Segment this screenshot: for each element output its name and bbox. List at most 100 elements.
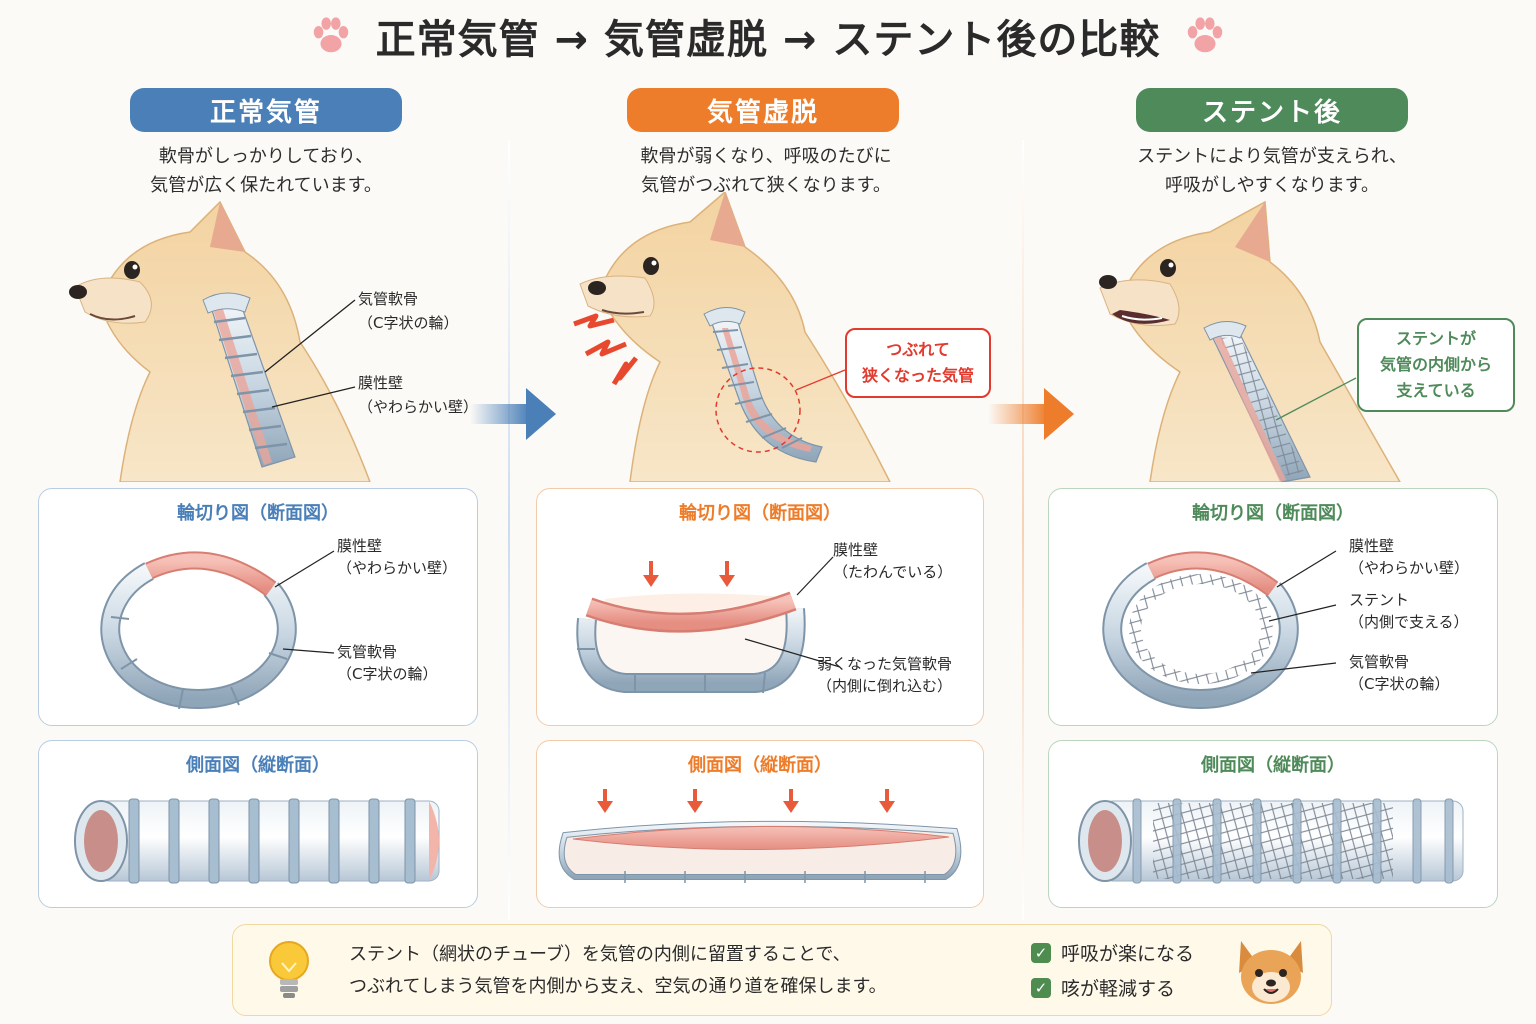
desc-line: 呼吸がしやすくなります。	[1164, 175, 1380, 196]
label-line: 膜性壁	[337, 537, 383, 555]
benefit-item: ✓ 呼吸が楽になる	[1031, 939, 1194, 966]
column-divider	[1022, 140, 1024, 920]
dog-head	[1099, 200, 1401, 482]
cross-label-cartilage: 気管軟骨 （C字状の輪）	[337, 641, 437, 685]
scene-label-cartilage: 気管軟骨	[358, 290, 418, 308]
checkbox-checked-icon: ✓	[1031, 977, 1051, 998]
arrow-right-icon	[470, 388, 556, 440]
header-collapse: 気管虚脱	[627, 88, 899, 132]
panel-title: 側面図（縦断面）	[688, 755, 832, 776]
down-arrow-icon	[643, 561, 735, 587]
dog-collapse-illustration	[573, 192, 891, 482]
callout-stent: ステントが 気管の内側から 支えている	[1357, 318, 1515, 412]
header-stent: ステント後	[1136, 88, 1408, 132]
side-view-collapse	[558, 789, 962, 883]
label-line: （内側に倒れ込む）	[817, 677, 953, 695]
cross-section-panel-normal: 輪切り図（断面図） 膜性壁 （やわらかい壁） 気管軟骨 （C字状の輪）	[38, 488, 478, 726]
benefit-list: ✓ 呼吸が楽になる ✓ 咳が軽減する	[1031, 939, 1194, 1001]
dog-head	[579, 192, 891, 482]
cross-label-membrane: 膜性壁 （やわらかい壁）	[1349, 535, 1469, 579]
label-line: （C字状の輪）	[1349, 675, 1450, 693]
side-view-normal	[74, 798, 440, 884]
cross-section-stent	[1102, 550, 1337, 709]
collapse-highlight-circle	[715, 367, 801, 453]
callout-collapsed: つぶれて 狭くなった気管	[845, 328, 991, 398]
callout-line: つぶれて	[886, 340, 950, 359]
trachea-collapsed	[703, 307, 823, 463]
panel-title: 輪切り図（断面図）	[177, 503, 339, 524]
dog-normal-illustration: 気管軟骨 （C字状の輪） 膜性壁 （やわらかい壁）	[69, 200, 478, 482]
cross-section-collapse	[576, 556, 841, 694]
header-normal: 正常気管	[130, 88, 402, 132]
cross-label-stent: ステント （内側で支える）	[1349, 589, 1469, 633]
desc-line: 気管が広く保たれています。	[150, 175, 382, 196]
leader-line	[264, 299, 356, 373]
desc-collapse: 軟骨が弱くなり、呼吸のたびに 気管がつぶれて狭くなります。	[556, 142, 976, 200]
side-view-panel-normal: 側面図（縦断面）	[38, 740, 478, 908]
label-line: 膜性壁	[1349, 537, 1395, 555]
desc-stent: ステントにより気管が支えられ、 呼吸がしやすくなります。	[1062, 142, 1482, 200]
desc-normal: 軟骨がしっかりしており、 気管が広く保たれています。	[56, 142, 476, 200]
cross-label-membrane: 膜性壁 （やわらかい壁）	[337, 535, 457, 579]
lightbulb-icon	[269, 941, 309, 998]
summary-box: ステント（網状のチューブ）を気管の内側に留置することで、 つぶれてしまう気管を内…	[232, 924, 1332, 1016]
benefit-item: ✓ 咳が軽減する	[1031, 974, 1194, 1001]
down-arrow-icon	[597, 789, 895, 813]
panel-title: 輪切り図（断面図）	[679, 503, 841, 524]
leader-line	[1275, 377, 1357, 421]
alert-lightning-icon	[573, 313, 638, 386]
side-view-stent	[1078, 798, 1464, 884]
leader-line	[795, 369, 846, 391]
label-line: 気管軟骨	[337, 643, 398, 661]
checkbox-checked-icon: ✓	[1031, 942, 1051, 963]
label-line: （たわんでいる）	[833, 563, 953, 581]
label-line: 弱くなった気管軟骨	[817, 655, 953, 673]
summary-text: ステント（網状のチューブ）を気管の内側に留置することで、 つぶれてしまう気管を内…	[349, 939, 887, 1003]
column-divider	[508, 140, 510, 920]
cross-label-weak-cartilage: 弱くなった気管軟骨 （内側に倒れ込む）	[817, 653, 952, 697]
benefit-label: 呼吸が楽になる	[1061, 943, 1195, 965]
cross-section-normal	[100, 550, 335, 709]
page-title: 正常気管 → 気管虚脱 → ステント後の比較	[375, 17, 1161, 63]
label-line: （C字状の輪）	[337, 665, 438, 683]
label-line: （やわらかい壁）	[337, 559, 458, 577]
scene-label-cartilage-sub: （C字状の輪）	[358, 314, 458, 332]
cross-section-panel-collapse: 輪切り図（断面図） 膜性壁 （たわんでいる） 弱くなった気管軟骨 （内側に倒れ込…	[536, 488, 984, 726]
summary-line: つぶれてしまう気管を内側から支え、空気の通り道を確保します。	[349, 976, 887, 997]
side-view-panel-collapse: 側面図（縦断面）	[536, 740, 984, 908]
dog-face-icon	[1239, 941, 1303, 1004]
panel-title: 輪切り図（断面図）	[1192, 503, 1354, 524]
scene-label-membrane-sub: （やわらかい壁）	[358, 398, 478, 416]
dog-head	[69, 200, 371, 482]
trachea-normal	[202, 292, 296, 468]
label-line: 気管軟骨	[1349, 653, 1410, 671]
trachea-stent	[1203, 321, 1311, 482]
summary-line: ステント（網状のチューブ）を気管の内側に留置することで、	[349, 944, 851, 965]
label-line: （内側で支える）	[1349, 613, 1469, 631]
desc-line: 気管がつぶれて狭くなります。	[641, 175, 891, 196]
page-title-row: 正常気管 → 気管虚脱 → ステント後の比較	[0, 8, 1536, 64]
label-line: ステント	[1349, 591, 1410, 609]
label-line: 膜性壁	[833, 541, 879, 559]
arrow-right-icon	[988, 388, 1074, 440]
desc-line: 軟骨がしっかりしており、	[158, 146, 374, 167]
dog-stent-illustration	[1099, 200, 1401, 482]
cross-label-membrane: 膜性壁 （たわんでいる）	[833, 539, 952, 583]
leader-line	[271, 386, 356, 408]
desc-line: ステントにより気管が支えられ、	[1137, 146, 1407, 167]
callout-line: 支えている	[1396, 381, 1476, 400]
callout-line: 狭くなった気管	[861, 366, 974, 385]
cross-label-cartilage: 気管軟骨 （C字状の輪）	[1349, 651, 1449, 695]
label-line: （やわらかい壁）	[1349, 559, 1470, 577]
paw-icon	[313, 17, 348, 53]
panel-title: 側面図（縦断面）	[1201, 755, 1345, 776]
paw-icon	[1188, 17, 1223, 53]
callout-line: 気管の内側から	[1379, 355, 1492, 374]
benefit-label: 咳が軽減する	[1061, 978, 1176, 1000]
side-view-panel-stent: 側面図（縦断面）	[1048, 740, 1498, 908]
panel-title: 側面図（縦断面）	[186, 755, 330, 776]
cross-section-panel-stent: 輪切り図（断面図） 膜性壁 （やわらかい壁） ステント （内側で支える） 気管軟…	[1048, 488, 1498, 726]
callout-line: ステントが	[1395, 329, 1476, 348]
desc-line: 軟骨が弱くなり、呼吸のたびに	[640, 146, 892, 167]
scene-label-membrane: 膜性壁	[358, 374, 403, 392]
